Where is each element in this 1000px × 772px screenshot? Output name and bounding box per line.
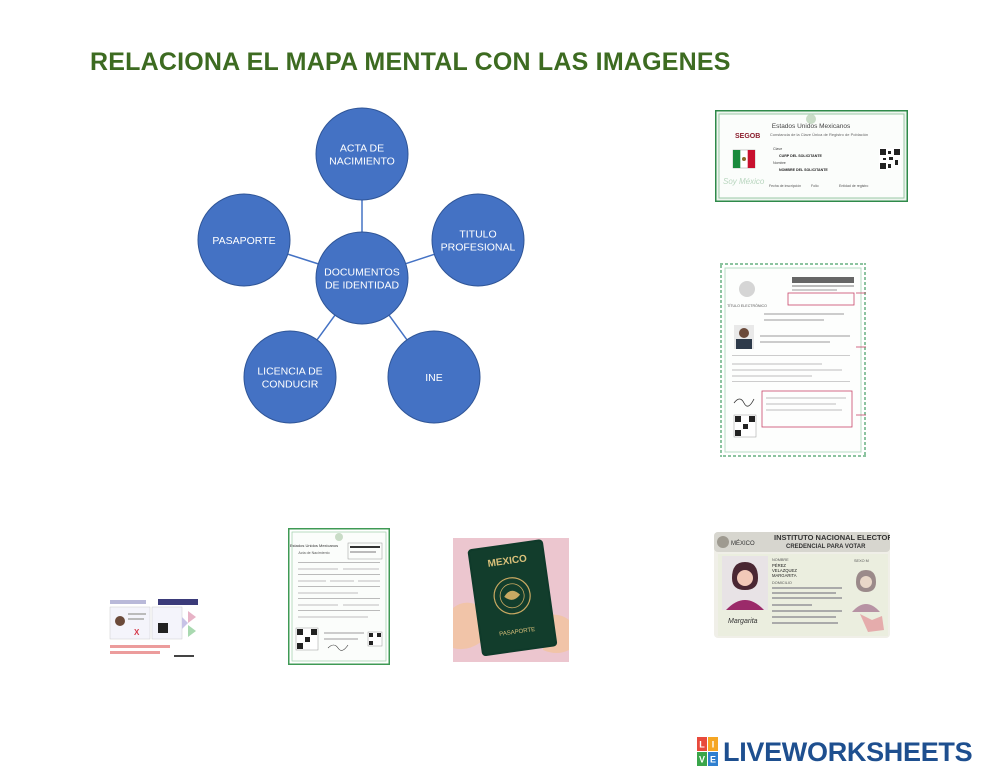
node-titulo-label: PROFESIONAL [441,242,516,254]
titulo-side-label: TÍTULO ELECTRÓNICO [727,303,767,308]
node-acta-label: ACTA DE [340,143,384,155]
ine-credential-title: CREDENCIAL PARA VOTAR [786,544,866,550]
logo-letter-l: L [699,740,705,750]
connector-pasaporte [287,253,319,265]
photo-icon [115,616,125,626]
node-titulo-label: TITULO [459,229,496,241]
node-licencia-label: LICENCIA DE [257,366,322,378]
segob-logo: SEGOB [735,133,760,140]
mind-map-connectors [287,200,435,341]
node-ine: INE [387,330,481,424]
seal-icon [717,536,729,548]
node-ine-label: INE [425,372,443,384]
connector-titulo [405,253,435,265]
logo-square-e [708,752,718,766]
node-licencia-label: CONDUCIR [262,379,319,391]
seal-icon [335,533,343,541]
acta-subheader: Acta de Nacimiento [298,551,329,555]
svg-text:Soy México: Soy México [723,177,765,186]
svg-text:PÉREZ: PÉREZ [772,563,786,568]
page-title: RELACIONA EL MAPA MENTAL CON LAS IMAGENE… [90,48,731,76]
signature: Margarita [728,618,758,625]
svg-text:Clave: Clave [773,147,782,151]
logo-letter-i: I [712,740,715,750]
svg-text:NOMBRE: NOMBRE [772,558,789,562]
node-pasaporte: PASAPORTE [197,193,291,287]
seal-icon [806,114,816,124]
node-documentos-de-identidad-label: DOCUMENTOS [324,267,400,279]
qr-code-icon [879,148,901,170]
connector-licencia [316,314,336,341]
svg-text:MARGARITA: MARGARITA [772,573,797,578]
ine-institute: INSTITUTO NACIONAL ELECTORAL [774,533,890,542]
pasaporte-document-image[interactable]: MEXICO PASAPORTE [453,538,569,662]
photo-icon [722,556,768,610]
svg-text:NOMBRE DEL SOLICITANTE: NOMBRE DEL SOLICITANTE [779,168,828,172]
svg-text:SEXO M: SEXO M [854,559,869,563]
svg-text:CURP DEL SOLICITANTE: CURP DEL SOLICITANTE [779,154,823,158]
logo-letter-e: E [710,755,716,765]
qr-code-icon [158,623,168,633]
qr-code-icon [295,627,319,651]
logo-square-l [697,737,707,751]
logo-square-v [697,752,707,766]
logo-letter-v: V [699,755,705,765]
svg-text:VELAZQUEZ: VELAZQUEZ [772,568,797,573]
ine-country: MÉXICO [731,540,755,547]
node-pasaporte-label: PASAPORTE [212,235,275,247]
signature [327,644,349,651]
acta-header: Estados Unidos Mexicanos [290,543,338,548]
svg-text:Nombre: Nombre [773,161,786,165]
titulo-document-image[interactable]: TÍTULO ELECTRÓNICO [720,263,866,457]
curp-document-image[interactable]: Estados Unidos Mexicanos Constancia de l… [715,110,908,202]
photo-icon [734,325,754,349]
signature [733,398,755,407]
licencia-document-image[interactable]: X [108,597,200,664]
coat-of-arms-icon [493,577,531,615]
node-documentos-de-identidad-label: DE IDENTIDAD [325,280,400,292]
curp-header: Estados Unidos Mexicanos [772,123,851,130]
passport-icon: MEXICO PASAPORTE [467,539,558,657]
passport-country: MEXICO [487,553,528,569]
svg-text:Entidad de registro: Entidad de registro [839,184,868,188]
qr-code-icon [367,631,383,647]
node-acta-label: NACIMIENTO [329,156,395,168]
qr-code-icon [733,414,757,438]
seal-icon [739,281,755,297]
connector-ine [388,314,408,341]
svg-text:X: X [134,628,140,637]
svg-text:Fecha de inscripción: Fecha de inscripción [769,184,801,188]
barcode [792,277,854,283]
logo-square-i [708,737,718,751]
passport-label: PASAPORTE [499,627,536,638]
svg-text:DOMICILIO: DOMICILIO [772,581,792,585]
acta-document-image[interactable]: Estados Unidos Mexicanos Acta de Nacimie… [288,528,390,665]
brand-name: LIVEWORKSHEETS [723,736,973,767]
curp-subheader: Constancia de la Clave Única de Registro… [770,132,868,137]
svg-text:Folio: Folio [811,184,819,188]
photo-icon [852,570,880,612]
ine-document-image[interactable]: MÉXICO INSTITUTO NACIONAL ELECTORAL CRED… [714,532,890,638]
